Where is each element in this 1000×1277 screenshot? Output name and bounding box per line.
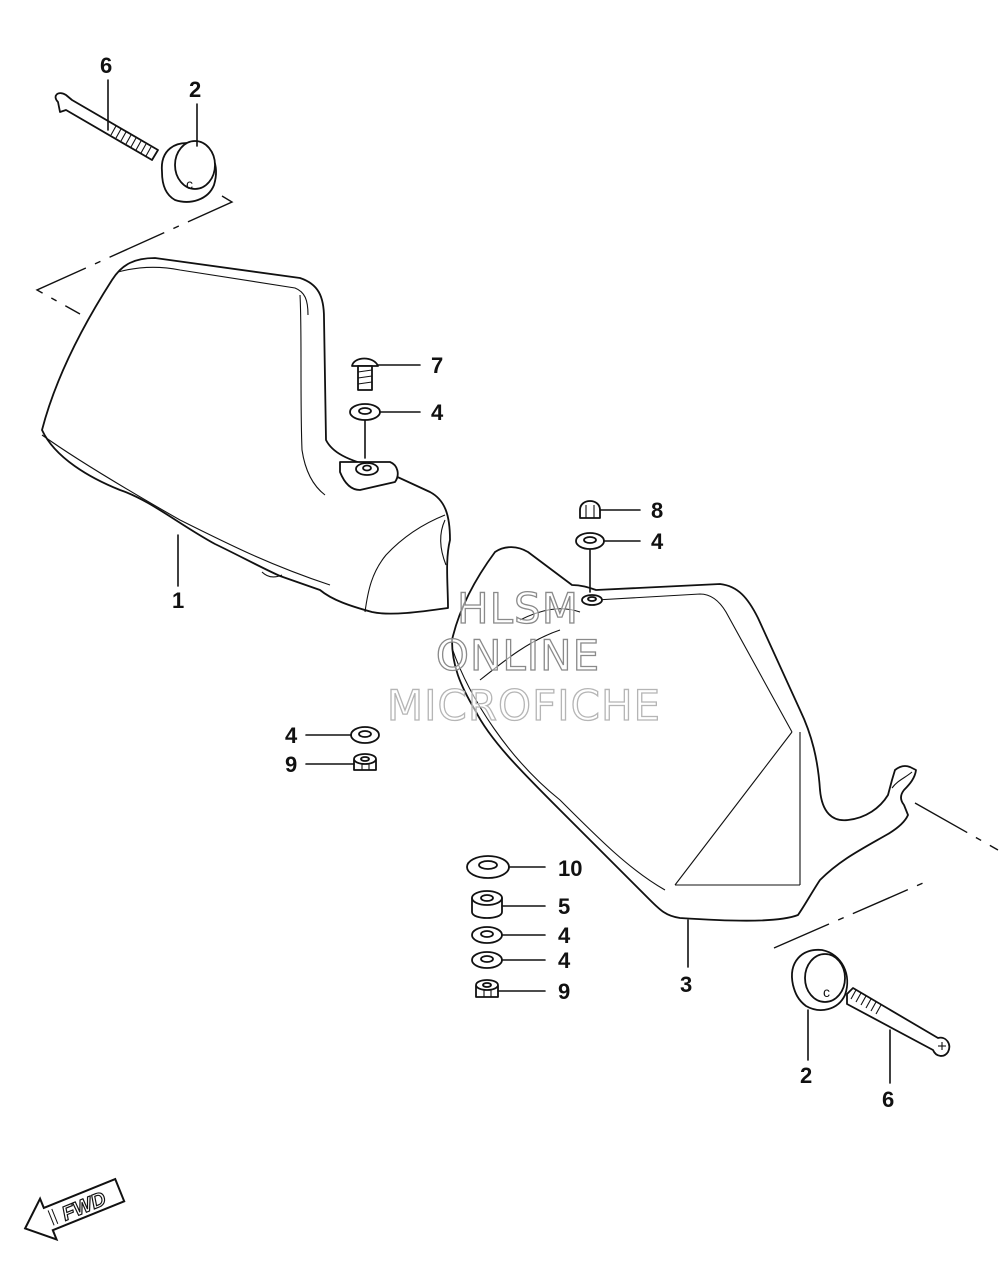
- callout-9-right: 9: [558, 979, 570, 1004]
- callout-1: 1: [172, 588, 184, 613]
- fwd-badge: FWD: [23, 1177, 126, 1242]
- callout-4-right-top: 4: [651, 529, 664, 554]
- bolt-thread-upper: [110, 125, 152, 157]
- callout-4-stack-1: 4: [558, 923, 571, 948]
- spacer: [471, 890, 503, 919]
- washer-right-top: [575, 532, 605, 550]
- left-handguard: [41, 257, 451, 615]
- collar-mark-upper: c: [186, 176, 193, 192]
- washer-upper-left: [349, 403, 381, 421]
- nut-right: [475, 979, 499, 998]
- watermark-line-2: ONLINE: [436, 631, 600, 680]
- washer-stack-2: [471, 951, 503, 969]
- bolt-thread-lower: [850, 989, 882, 1015]
- screw: [351, 357, 379, 391]
- callout-3: 3: [680, 972, 692, 997]
- nut-left: [353, 753, 377, 771]
- callout-4-upper: 4: [431, 400, 444, 425]
- watermark-line-1: HLSM: [457, 584, 579, 633]
- callout-2-lower: 2: [800, 1063, 812, 1088]
- center-lines: [35, 195, 999, 949]
- cap-nut: [579, 500, 601, 519]
- large-washer: [466, 855, 510, 879]
- collar-mark-lower: c: [823, 984, 830, 1000]
- callout-8: 8: [651, 498, 663, 523]
- washer-stack-1: [471, 926, 503, 944]
- watermark: HLSM ONLINE MICROFICHE: [386, 583, 661, 730]
- callout-7: 7: [431, 353, 443, 378]
- collar-upper: c: [161, 140, 217, 203]
- bolt-lower: [846, 987, 951, 1057]
- right-handguard: [451, 546, 917, 922]
- callout-labels: 6 2 7 4 1 8 4 4 9 10 5 4 4 9 3 2 6: [100, 53, 894, 1112]
- callout-2-upper: 2: [189, 77, 201, 102]
- callout-4-mid-left: 4: [285, 723, 298, 748]
- callout-5: 5: [558, 894, 570, 919]
- washer-mid-left: [350, 726, 380, 744]
- leader-lines: [107, 79, 891, 1084]
- callout-6-lower: 6: [882, 1087, 894, 1112]
- callout-9-left: 9: [285, 752, 297, 777]
- callout-6-upper: 6: [100, 53, 112, 78]
- callout-10: 10: [558, 856, 582, 881]
- callout-4-stack-2: 4: [558, 948, 571, 973]
- collar-lower: c: [791, 949, 849, 1011]
- fwd-arrow-icon: [23, 1177, 126, 1242]
- bolt-upper: [54, 92, 159, 161]
- watermark-line-3: MICROFICHE: [387, 681, 661, 730]
